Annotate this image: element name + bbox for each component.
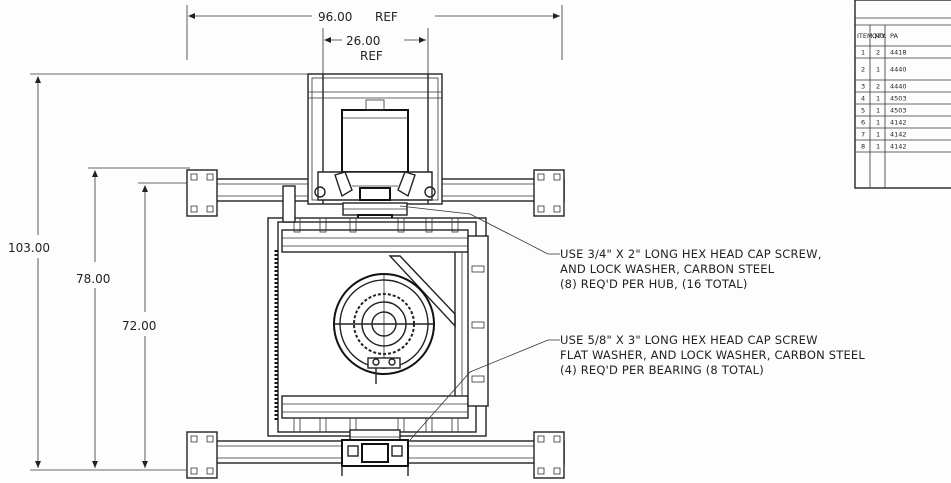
bom-cell: 3 <box>861 83 865 91</box>
bom-cell: 1 <box>876 95 880 103</box>
bom-cell: 4142 <box>890 143 907 151</box>
bom-header-part: PA <box>890 32 899 40</box>
bom-cell: 1 <box>861 49 865 57</box>
dim-overall-width-value: 96.00 <box>318 10 352 24</box>
dim-inner-height: 72.00 <box>122 182 190 468</box>
bom-cell: 4503 <box>890 95 907 103</box>
bom-cell: 4503 <box>890 107 907 115</box>
drum-housing <box>267 185 489 437</box>
dim-overall-width: 96.00 REF <box>186 5 563 60</box>
bom-cell: 4440 <box>890 83 907 91</box>
bom-cell: 4440 <box>890 66 907 74</box>
bearing-note-line-2: FLAT WASHER, AND LOCK WASHER, CARBON STE… <box>560 348 865 362</box>
bom-cell: 4418 <box>890 49 907 57</box>
bearing-fastener-note: USE 5/8" X 3" LONG HEX HEAD CAP SCREW FL… <box>560 333 865 377</box>
hub-note-line-3: (8) REQ'D PER HUB, (16 TOTAL) <box>560 277 748 291</box>
leader-lines <box>399 205 560 441</box>
bom-cell: 4 <box>861 95 865 103</box>
bearing-note-line-3: (4) REQ'D PER BEARING (8 TOTAL) <box>560 363 764 377</box>
dim-inner-width: 26.00 REF <box>322 28 429 75</box>
bom-cell: 2 <box>861 66 865 74</box>
bom-header-item: ITEM NO. <box>857 32 886 40</box>
bom-cell: 1 <box>876 66 880 74</box>
bom-cell: 5 <box>861 107 865 115</box>
bom-cell: 1 <box>876 119 880 127</box>
dim-overall-height: 103.00 <box>8 73 320 471</box>
bom-cell: 1 <box>876 131 880 139</box>
rotor-hub <box>333 273 435 384</box>
dim-inner-height-value: 72.00 <box>122 319 156 333</box>
bom-cell: 7 <box>861 131 865 139</box>
dim-inner-width-value: 26.00 <box>346 34 380 48</box>
hub-note-line-1: USE 3/4" X 2" LONG HEX HEAD CAP SCREW, <box>560 247 822 261</box>
bom-cell: 6 <box>861 119 865 127</box>
bom-cell: 2 <box>876 83 880 91</box>
bom-rows: 1 2 4418 2 1 4440 3 2 4440 4 1 4503 5 1 4503 6 1 4142 7 1 41… <box>855 49 951 153</box>
bom-cell: 8 <box>861 143 865 151</box>
bom-cell: 4142 <box>890 119 907 127</box>
bom-header-qty: QTY. <box>872 32 886 40</box>
dim-overall-width-ref: REF <box>375 10 398 24</box>
bom-header-row: ITEM NO.QTY. PA <box>857 32 899 40</box>
dim-inner-width-ref: REF <box>360 49 383 63</box>
bom-cell: 4142 <box>890 131 907 139</box>
bom-cell: 1 <box>876 143 880 151</box>
bom-cell: 2 <box>876 49 880 57</box>
motor-tower-frame <box>307 73 443 205</box>
bottom-base-beam <box>186 431 565 479</box>
dim-mid-height: 78.00 <box>76 167 190 468</box>
dim-mid-height-value: 78.00 <box>76 272 110 286</box>
bom-cell: 1 <box>876 107 880 115</box>
bill-of-materials: ITEM NO.QTY. PA 1 2 4418 2 1 4440 3 2 4440 4 1 4503 5… <box>854 0 951 189</box>
dim-overall-height-value: 103.00 <box>8 241 50 255</box>
bearing-note-line-1: USE 5/8" X 3" LONG HEX HEAD CAP SCREW <box>560 333 818 347</box>
hub-fastener-note: USE 3/4" X 2" LONG HEX HEAD CAP SCREW, A… <box>560 247 822 291</box>
hub-note-line-2: AND LOCK WASHER, CARBON STEEL <box>560 262 775 276</box>
